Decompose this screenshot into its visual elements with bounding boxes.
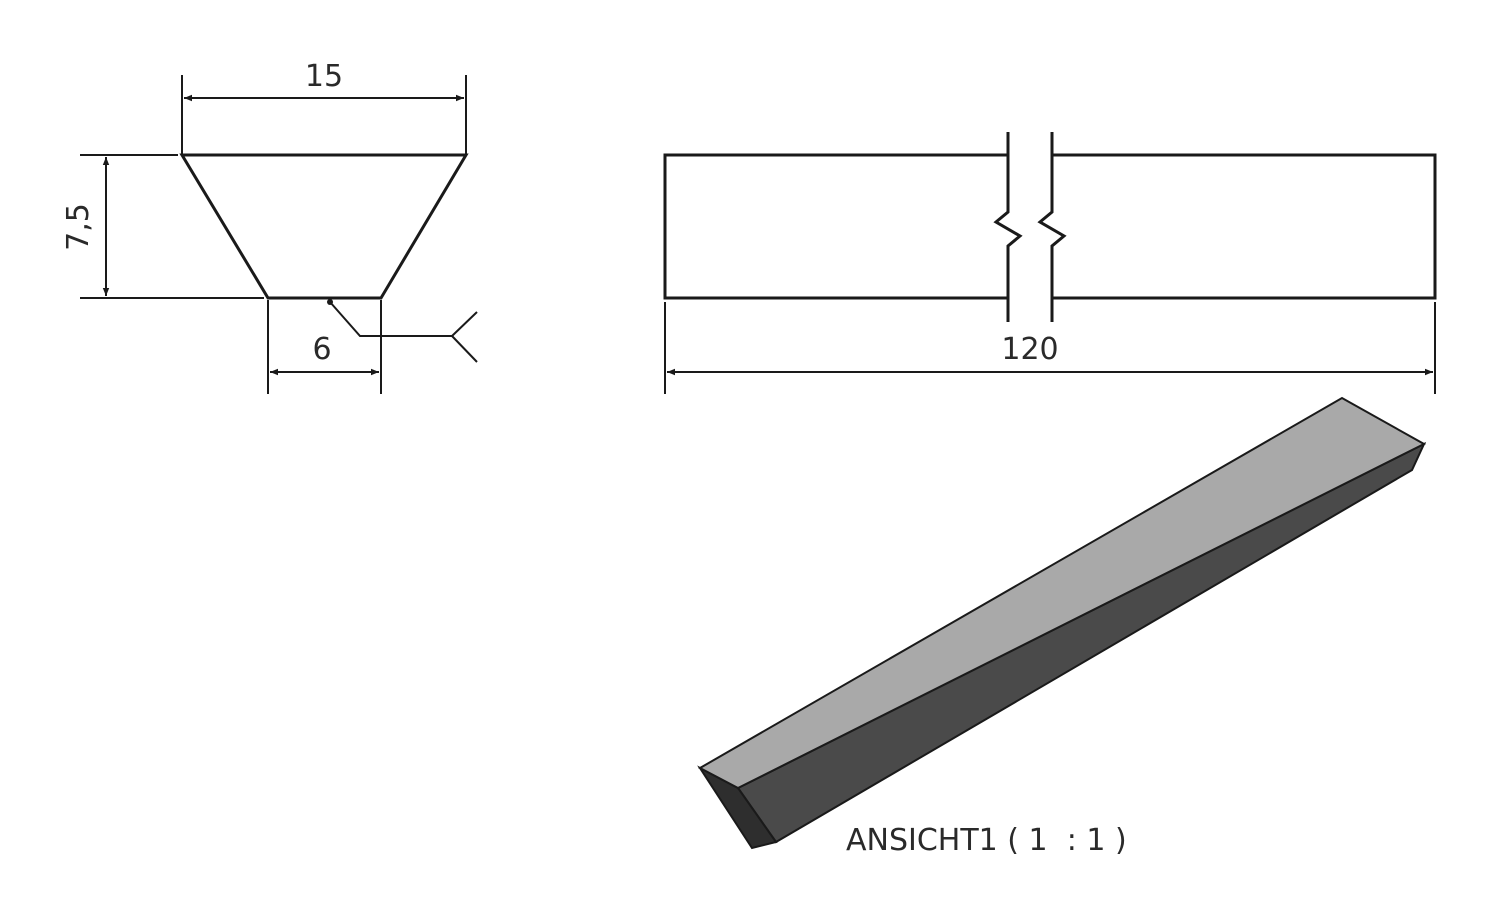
- side-view: 120: [663, 132, 1437, 394]
- iso-top-face: [697, 396, 1427, 790]
- dimension-bottom-width-label: 6: [312, 332, 331, 367]
- view-label: ANSICHT1 ( 1 : 1 ): [846, 823, 1127, 858]
- side-view-right-part: [1053, 153, 1437, 300]
- trapezoid-profile: [179, 153, 469, 300]
- isometric-view: [697, 396, 1427, 850]
- dimension-top-width: 15: [181, 59, 467, 155]
- dimension-height-label: 7,5: [61, 203, 96, 251]
- dimension-bottom-width: 6: [267, 300, 382, 394]
- dimension-height: 7,5: [61, 154, 264, 299]
- section-view: 15 7,5 6: [61, 59, 478, 394]
- dimension-top-width-label: 15: [305, 59, 343, 94]
- dimension-length: 120: [664, 302, 1436, 394]
- break-lines: [993, 132, 1067, 322]
- surface-finish-symbol: [327, 299, 478, 363]
- dimension-length-label: 120: [1001, 332, 1058, 367]
- side-view-left-part: [663, 153, 1007, 300]
- iso-side-face: [736, 441, 1427, 844]
